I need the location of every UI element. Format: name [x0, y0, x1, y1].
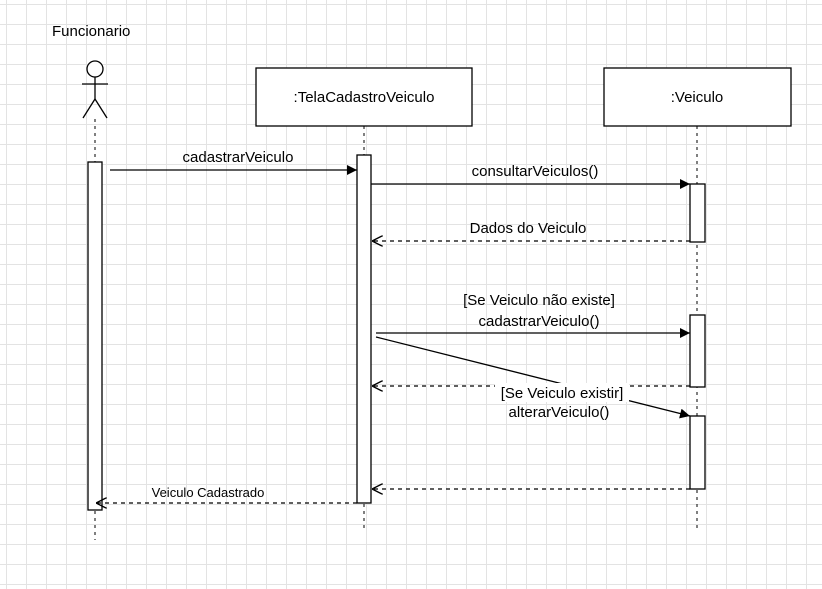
veiculo-activation-bar-alterar[interactable]: [689, 415, 706, 490]
actor-name: Funcionario: [52, 23, 130, 40]
actor-activation-bar[interactable]: [87, 161, 103, 511]
message-guard: [Se Veiculo não existe]: [463, 292, 615, 309]
message-label: alterarVeiculo(): [509, 404, 610, 421]
message-label: Veiculo Cadastrado: [152, 485, 265, 500]
message-cadastrar-veiculo-guarded[interactable]: [Se Veiculo não existe] cadastrarVeiculo…: [376, 292, 690, 338]
message-alterar-veiculo[interactable]: [Se Veiculo existir] alterarVeiculo(): [375, 336, 691, 421]
message-label: cadastrarVeiculo: [183, 149, 294, 166]
tela-activation-bar[interactable]: [356, 154, 372, 504]
participant-tela-cadastro-veiculo[interactable]: :TelaCadastroVeiculo: [255, 67, 473, 127]
message-label: Dados do Veiculo: [470, 220, 587, 237]
message-consultar-veiculos[interactable]: consultarVeiculos(): [371, 163, 690, 189]
message-dados-do-veiculo[interactable]: Dados do Veiculo: [372, 220, 690, 241]
message-veiculo-cadastrado[interactable]: Veiculo Cadastrado: [96, 485, 357, 503]
message-guard: [Se Veiculo existir]: [501, 385, 624, 402]
participant-label: :TelaCadastroVeiculo: [294, 89, 435, 106]
actor-stick-figure: [82, 60, 108, 119]
message-cadastrar-veiculo[interactable]: cadastrarVeiculo: [110, 149, 357, 175]
veiculo-activation-bar-consultar[interactable]: [689, 183, 706, 243]
message-label: cadastrarVeiculo(): [479, 313, 600, 330]
veiculo-activation-bar-cadastrar[interactable]: [689, 314, 706, 388]
participant-veiculo[interactable]: :Veiculo: [603, 67, 792, 127]
participant-label: :Veiculo: [671, 89, 724, 106]
message-label: consultarVeiculos(): [472, 163, 599, 180]
